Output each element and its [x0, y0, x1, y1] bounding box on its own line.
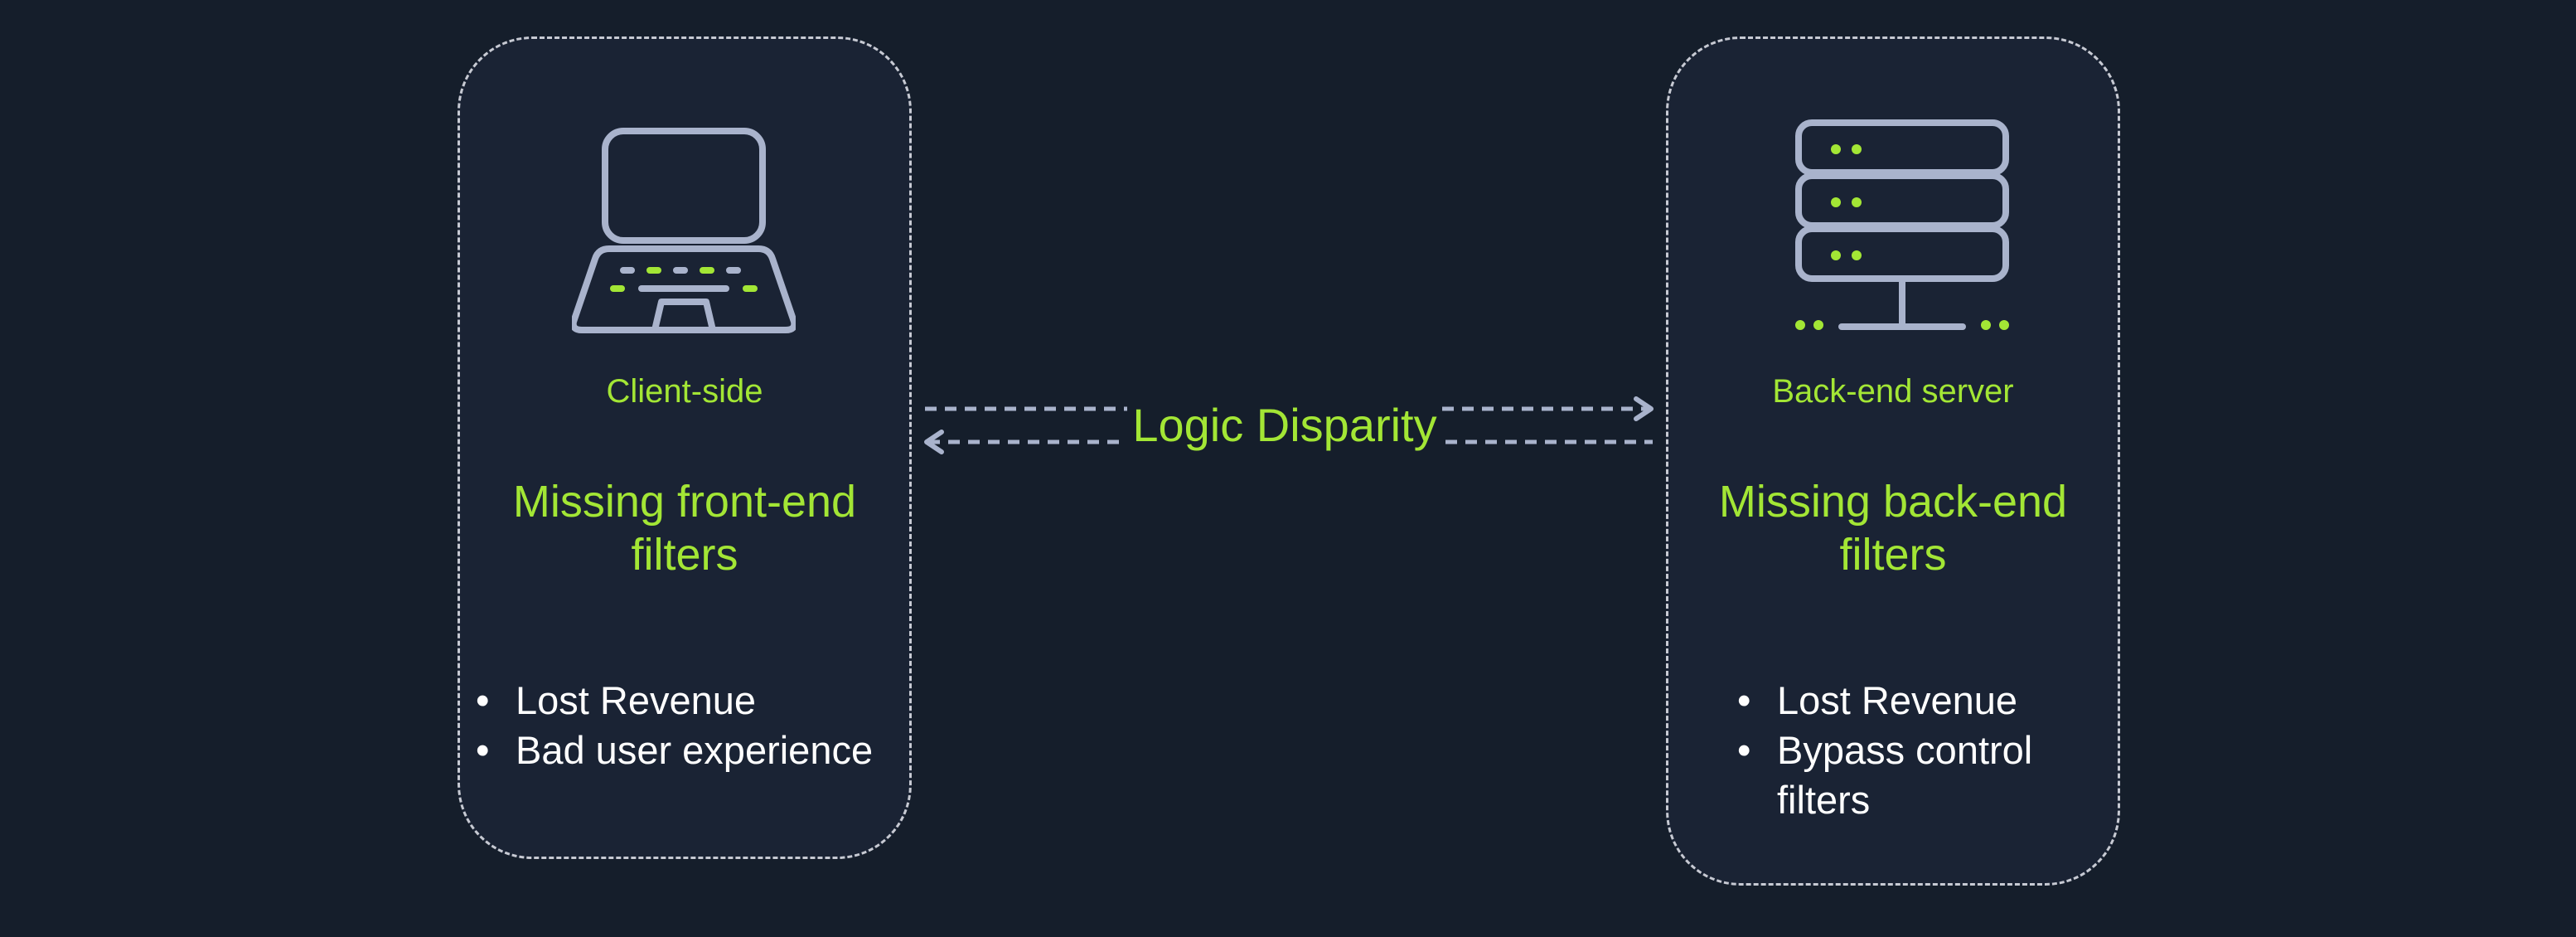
bullet-text: Lost Revenue	[1777, 678, 2018, 722]
arrow-right-icon	[1634, 396, 1654, 421]
arrow-left-icon	[924, 430, 944, 454]
bullet-text: Lost Revenue	[516, 678, 757, 722]
back-end-server-caption: Back-end server	[1772, 373, 2014, 410]
bullet-text: Bypass control filters	[1777, 728, 2033, 822]
server-heading: Missing back-end filters	[1718, 477, 2068, 580]
list-item: • Lost Revenue	[1737, 676, 2094, 726]
list-item: • Lost Revenue	[476, 676, 907, 726]
client-heading: Missing front-end filters	[512, 477, 857, 580]
server-bullet-list: • Lost Revenue • Bypass control filters	[1737, 676, 2094, 825]
bullet-dot: •	[476, 728, 490, 772]
list-item: • Bad user experience	[476, 726, 907, 775]
bullet-dot: •	[1737, 678, 1751, 722]
bullet-dot: •	[476, 678, 490, 722]
list-item: • Bypass control filters	[1737, 726, 2094, 825]
bullet-text: Bad user experience	[516, 728, 874, 772]
client-side-card	[458, 36, 912, 859]
logic-disparity-label: Logic Disparity	[1127, 396, 1442, 454]
server-icon	[1795, 119, 2009, 330]
client-bullet-list: • Lost Revenue • Bad user experience	[476, 676, 907, 775]
laptop-icon	[572, 128, 796, 333]
bullet-dot: •	[1737, 728, 1751, 772]
client-side-caption: Client-side	[606, 373, 763, 410]
